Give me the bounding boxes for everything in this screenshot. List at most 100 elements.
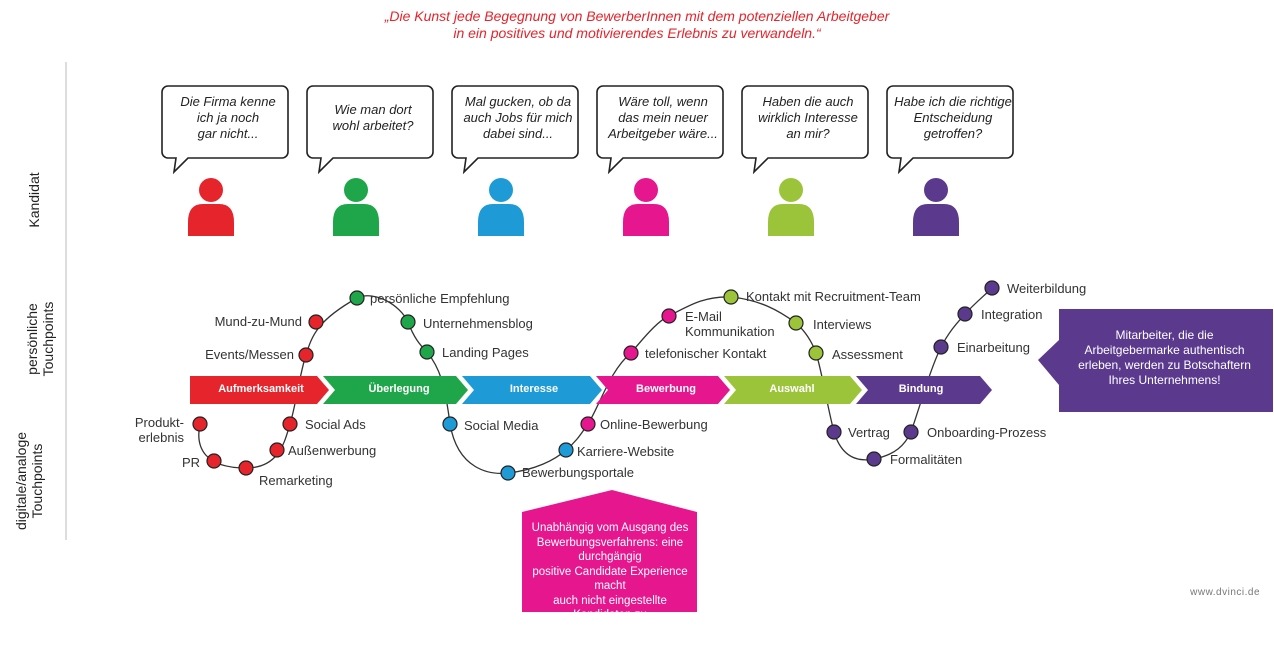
touchpoint-dot-12 [500,465,516,481]
tp-landing-pages: Landing Pages [442,345,529,360]
touchpoint-dots [192,280,1000,481]
candidate-line-2: Bewerbungsverfahrens: eine durchgängig [536,536,684,564]
phase-chevron-6 [856,376,992,404]
bubble-5-line-2: wirklich Interesse [758,110,858,125]
touchpoint-dot-21 [866,451,882,467]
phase-label-bindung: Bindung [898,383,944,395]
touchpoint-dot-17 [723,289,739,305]
tp-email-kommunikation: E-Mail Kommunikation [685,309,775,339]
bubble-4-line-3: Arbeitgeber wäre... [608,126,718,141]
phase-chevron-4 [596,376,730,404]
tp-telefonischer-kontakt: telefonischer Kontakt [645,346,767,361]
diagram-canvas [65,62,1273,612]
touchpoint-dot-18 [788,315,804,331]
touchpoint-dot-16 [623,345,639,361]
side-label-digitale-touchpoints: digitale/analoge Touchpoints [13,421,47,541]
tp-produkterlebnis: Produkt- erlebnis [110,415,184,445]
bubble-text-2: Wie man dort wohl arbeitet? [311,102,435,134]
tp-bewerbungsportale: Bewerbungsportale [522,465,635,480]
mitarbeiter-line-4: Ihres Unternehmens! [1108,373,1221,387]
tp-einarbeitung: Einarbeitung [957,340,1030,355]
touchpoint-dot-9 [269,442,285,458]
bubble-2-line-1: Wie man dort [334,102,412,117]
touchpoint-dot-8 [238,460,254,476]
tp-onboarding-prozess: Onboarding-Prozess [927,425,1047,440]
speech-bubble-3 [451,85,579,175]
candidate-line-5: Fürsprechern Ihrer Arbeitgebermarke! [562,623,658,651]
person-icon-1 [188,178,234,236]
tp-remarketing: Remarketing [259,473,333,488]
touchpoint-dot-7 [206,453,222,469]
touchpoint-dot-3 [349,290,365,306]
mitarbeiter-line-1: Mitarbeiter, die die [1115,328,1214,342]
customer-journey-diagram: „Die Kunst jede Begegnung von BewerberIn… [13,8,1273,612]
tp-formalitaeten: Formalitäten [890,452,963,467]
touchpoint-dot-20 [826,424,842,440]
person-icon-5 [768,178,814,236]
person-icon-2 [333,178,379,236]
touchpoint-dot-5 [419,344,435,360]
bubble-3-line-3: dabei sind... [482,126,554,141]
candidate-callout-text: Unabhängig vom Ausgang des Bewerbungsver… [524,521,696,652]
bubble-5-line-1: Haben die auch [762,94,854,109]
tp-persoenliche-empfehlung: persönliche Empfehlung [370,291,510,306]
touchpoint-dot-22 [903,424,919,440]
candidate-line-4: auch nicht eingestellte Kandidaten zu [553,594,667,622]
side-label-persoenlich-2: Touchpoints [40,301,56,377]
bubble-text-1: Die Firma kenne ich ja noch gar nicht... [166,94,290,142]
phase-chevron-3 [462,376,602,404]
side-label-digital-1: digitale/analoge [13,431,29,531]
phase-label-bewerbung: Bewerbung [636,383,696,395]
tp-interviews: Interviews [813,317,872,332]
tp-unternehmensblog: Unternehmensblog [423,316,533,331]
speech-bubble-4 [596,85,724,175]
person-icon-4 [623,178,669,236]
tp-mund-zu-mund: Mund-zu-Mund [214,314,302,329]
tp-produkterlebnis-1: Produkt- [134,415,184,430]
bubble-text-4: Wäre toll, wenn das mein neuer Arbeitgeb… [601,94,725,142]
bubble-3-line-1: Mal gucken, ob da [464,94,572,109]
mitarbeiter-line-2: Arbeitgebermarke authentisch [1084,343,1245,357]
side-label-kandidat: Kandidat [26,172,42,228]
tp-online-bewerbung: Online-Bewerbung [600,417,708,432]
side-label-persoenlich-1: persönliche [24,303,40,375]
touchpoint-dot-19 [808,345,824,361]
mitarbeiter-line-3: erleben, werden zu Botschaftern [1078,358,1251,372]
mitarbeiter-callout-box [1038,309,1273,412]
footer-url: www.dvinci.de [1190,587,1260,598]
touchpoint-dot-2 [298,347,314,363]
touchpoint-dot-13 [558,442,574,458]
side-label-persoenliche-touchpoints: persönliche Touchpoints [24,284,58,394]
tp-vertrag: Vertrag [848,425,890,440]
candidate-persons [188,178,959,236]
bubble-1-line-3: gar nicht... [197,126,259,141]
tp-pr: PR [181,455,200,470]
tp-email-2: Kommunikation [685,324,775,339]
phase-label-interesse: Interesse [509,383,559,395]
touchpoint-dot-1 [308,314,324,330]
bubble-4-line-2: das mein neuer [618,110,708,125]
tp-aussenwerbung: Außenwerbung [288,443,377,458]
touchpoint-dot-24 [957,306,973,322]
bubble-1-line-2: ich ja noch [196,110,260,125]
candidate-line-3: positive Candidate Experience macht [532,565,688,593]
phase-chevron-5 [724,376,862,404]
person-icon-3 [478,178,524,236]
candidate-callout-box [522,490,697,612]
bubble-5-line-3: an mir? [786,126,830,141]
phase-label-auswahl: Auswahl [769,383,815,395]
tp-karriere-website: Karriere-Website [577,444,675,459]
bubble-text-6: Habe ich die richtige Entscheidung getro… [891,94,1015,142]
speech-bubble-1 [161,85,289,175]
tp-events-messen: Events/Messen [205,347,294,362]
tp-social-ads: Social Ads [305,417,366,432]
touchpoint-dot-6 [192,416,208,432]
tp-recruitment-team: Kontakt mit Recruitment-Team [746,289,921,304]
tp-integration: Integration [981,307,1043,322]
bubble-6-line-1: Habe ich die richtige [894,94,1012,109]
touchpoint-dot-23 [933,339,949,355]
bubble-2-line-2: wohl arbeitet? [332,118,414,133]
mitarbeiter-callout-text: Mitarbeiter, die die Arbeitgebermarke au… [1062,328,1267,388]
tp-produkterlebnis-2: erlebnis [138,430,184,445]
touchpoint-dot-15 [661,308,677,324]
